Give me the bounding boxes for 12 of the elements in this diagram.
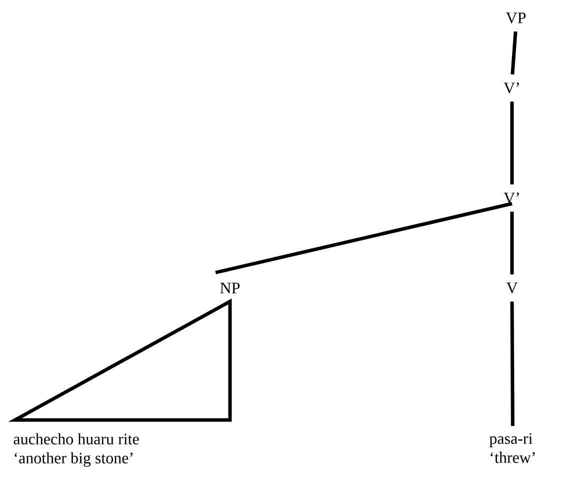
leaf-label: auchecho huaru rite ‘another big stone’	[14, 433, 139, 467]
branch-line	[510, 212, 514, 274]
branch-line	[510, 302, 514, 426]
branch-line	[510, 31, 518, 74]
category-label: NP	[220, 282, 240, 294]
category-label: VP	[506, 12, 526, 24]
category-label: V’	[504, 82, 519, 94]
category-label: V	[506, 282, 518, 294]
leaf-label: pasa-ri ‘threw’	[489, 433, 535, 463]
branch-line	[510, 102, 514, 184]
branch-line	[215, 202, 512, 274]
category-label: V’	[504, 192, 519, 204]
